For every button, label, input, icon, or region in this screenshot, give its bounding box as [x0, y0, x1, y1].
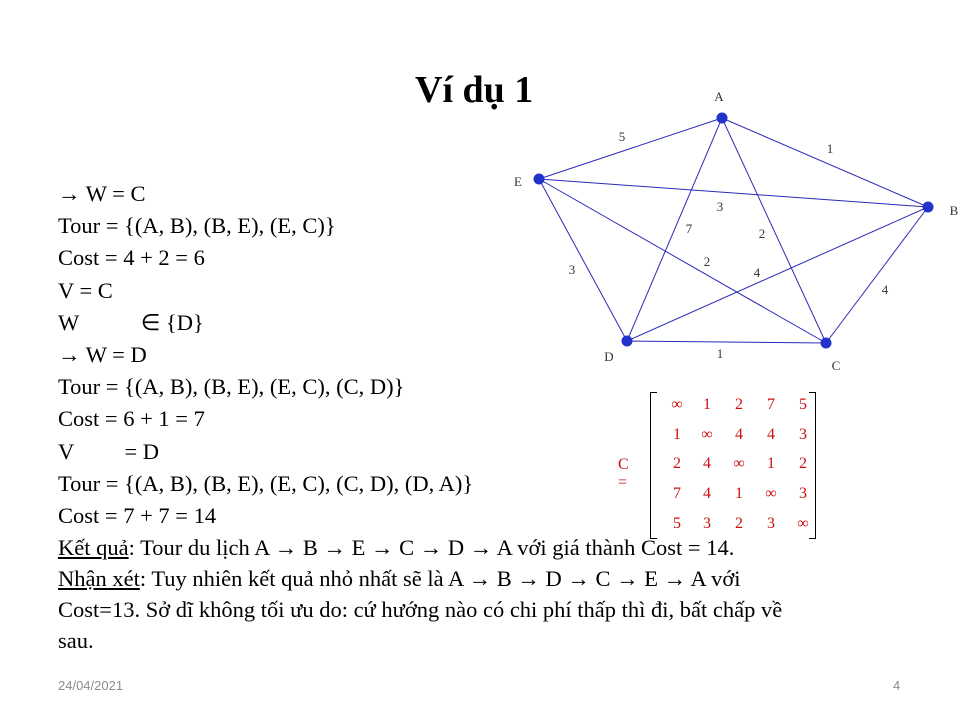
matrix-cell: 4	[767, 426, 775, 443]
edge-weight-label: 5	[619, 129, 626, 144]
matrix-label: C =	[618, 456, 629, 491]
graph-edge-e-c	[538, 178, 827, 344]
matrix-left-bracket	[650, 392, 657, 539]
edge-weight-label: 7	[686, 221, 693, 236]
matrix-cell: 5	[799, 396, 807, 413]
vertex-label-a: A	[714, 89, 724, 104]
result-text: : Tour du lịch A → B → E → C → D → A với…	[128, 535, 735, 560]
edge-weight-label: 2	[759, 226, 766, 241]
edge-weight-label: 2	[704, 254, 711, 269]
graph-vertex-d	[621, 335, 633, 347]
matrix-cell: ∞	[671, 396, 683, 413]
edge-weight-label: 1	[827, 141, 834, 156]
vertex-label-d: D	[604, 349, 613, 364]
step-line: Tour = {(A, B), (B, E), (E, C), (C, D)}	[58, 374, 405, 400]
graph-edge-a-d	[626, 117, 723, 342]
matrix-cell: 1	[703, 396, 711, 413]
conclusion: Kết quả: Tour du lịch A → B → E → C → D …	[58, 532, 938, 656]
step-line: Tour = {(A, B), (B, E), (E, C)}	[58, 213, 336, 239]
matrix-cell: 7	[767, 396, 775, 413]
step-line: Cost = 7 + 7 = 14	[58, 502, 217, 528]
matrix-grid: ∞ 1 2 7 5 1 ∞ 4 4 3 2 4 ∞ 1 2 7 4 1 ∞ 3 5 3 2 3 ∞	[650, 392, 815, 537]
matrix-cell: 3	[799, 485, 807, 502]
slide-title: Ví dụ 1	[415, 69, 534, 111]
remark-line-2: Cost=13. Sở dĩ không tối ưu do: cứ hướng…	[58, 597, 783, 622]
vertex-label-b: B	[950, 203, 959, 218]
graph-edge-a-b	[721, 117, 929, 208]
graph-vertex-b	[922, 201, 934, 213]
edge-weight-label: 1	[717, 346, 724, 361]
matrix-cell: 2	[735, 396, 743, 413]
graph-edge-e-d	[538, 178, 628, 342]
matrix-cell: 4	[703, 485, 711, 502]
step-line: Cost = 4 + 2 = 6	[58, 245, 205, 271]
step-line: → W = D	[58, 341, 147, 367]
remark-label: Nhận xét	[58, 566, 140, 591]
result-line: Kết quả: Tour du lịch A → B → E → C → D …	[58, 532, 938, 563]
graph-edge-e-b	[538, 178, 929, 208]
vertex-label-c: C	[832, 358, 841, 373]
tour-steps: → W = C Tour = {(A, B), (B, E), (E, C)} …	[58, 178, 473, 532]
matrix-cell: ∞	[733, 455, 745, 472]
matrix-cell: ∞	[701, 426, 713, 443]
matrix-cell: 4	[703, 455, 711, 472]
slide-date: 24/04/2021	[58, 678, 124, 693]
graph-diagram: 5 1 3 7 2 2 4 3 4 1 A B C D E	[514, 89, 959, 373]
matrix-cell: 4	[735, 426, 743, 443]
remark-text: : Tuy nhiên kết quả nhỏ nhất sẽ là A → B…	[139, 566, 741, 591]
step-line: V = D	[58, 438, 160, 464]
graph-edge-e-a	[538, 117, 723, 180]
step-line: → W = C	[58, 181, 146, 206]
step-line: V = C	[58, 277, 113, 303]
graph-vertex-c	[820, 337, 832, 349]
graph-vertex-a	[716, 112, 728, 124]
matrix-cell: 3	[703, 515, 711, 532]
matrix-cell: 5	[673, 515, 681, 532]
matrix-cell: 2	[799, 455, 807, 472]
result-label: Kết quả	[58, 535, 129, 560]
matrix-right-bracket	[809, 392, 816, 539]
matrix-cell: 2	[735, 515, 743, 532]
edge-weight-label: 4	[754, 265, 761, 280]
matrix-cell: ∞	[797, 515, 809, 532]
step-line: Cost = 6 + 1 = 7	[58, 406, 205, 432]
step-line: W ∈ {D}	[58, 309, 204, 335]
vertex-label-e: E	[514, 174, 522, 189]
matrix-cell: 1	[767, 455, 775, 472]
remark-line: Nhận xét: Tuy nhiên kết quả nhỏ nhất sẽ …	[58, 563, 938, 594]
graph-vertex-e	[533, 173, 545, 185]
edge-weight-label: 3	[569, 262, 576, 277]
matrix-cell: 1	[673, 426, 681, 443]
edge-weight-label: 4	[882, 282, 889, 297]
graph-edge-d-b	[626, 206, 929, 342]
graph-edge-a-c	[721, 117, 827, 344]
matrix-cell: 3	[799, 426, 807, 443]
matrix-cell: ∞	[765, 485, 777, 502]
graph-edge-d-c	[626, 340, 827, 344]
step-line: Tour = {(A, B), (B, E), (E, C), (C, D), …	[58, 470, 474, 496]
matrix-cell: 2	[673, 455, 681, 472]
graph-edge-b-c	[825, 206, 929, 344]
remark-line-3: sau.	[58, 628, 94, 653]
page-number: 4	[893, 678, 901, 693]
matrix-cell: 3	[767, 515, 775, 532]
edge-weight-label: 3	[717, 199, 724, 214]
matrix-cell: 7	[673, 485, 681, 502]
matrix-cell: 1	[735, 485, 743, 502]
